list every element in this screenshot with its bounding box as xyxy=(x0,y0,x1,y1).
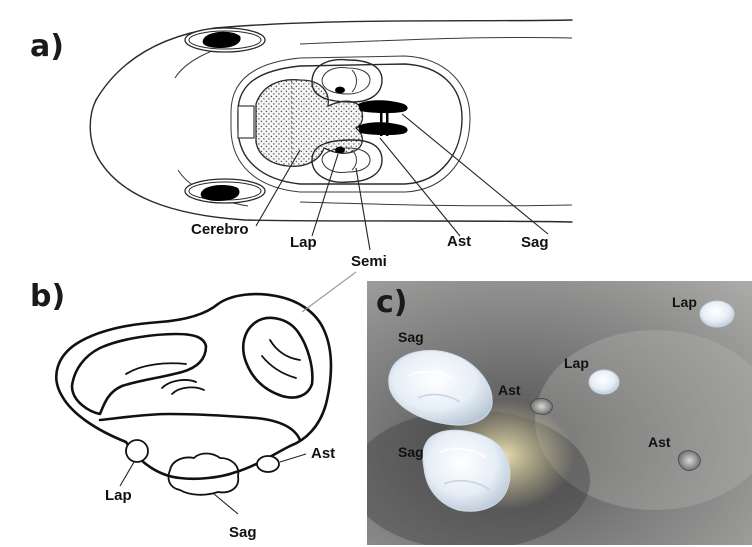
brain-cerebro xyxy=(256,80,363,167)
eye-top xyxy=(185,28,265,52)
ast-otolith-left xyxy=(531,398,553,414)
label-c-lap-top: Lap xyxy=(672,294,697,310)
label-b-ast: Ast xyxy=(311,445,335,462)
label-b-sag: Sag xyxy=(229,524,257,541)
labyrinth-drawing xyxy=(56,294,331,495)
label-c-sag-top: Sag xyxy=(398,329,424,345)
label-cerebro: Cerebro xyxy=(191,221,249,238)
label-a-sag: Sag xyxy=(521,234,549,251)
label-c-ast-right: Ast xyxy=(648,434,671,450)
panel-a: a) xyxy=(30,20,572,270)
eye-bottom xyxy=(185,179,265,203)
panel-b-letter: b) xyxy=(30,279,65,314)
label-c-lap-mid: Lap xyxy=(564,355,589,371)
panel-b: b) La xyxy=(30,272,356,541)
lap-otolith-mid xyxy=(589,370,619,394)
panel-c-letter: c) xyxy=(376,285,408,320)
label-a-lap: Lap xyxy=(290,234,317,251)
panel-c: c) Lap Sag Lap Ast Sag Ast xyxy=(350,281,752,547)
label-c-sag-bottom: Sag xyxy=(398,444,424,460)
label-b-lap: Lap xyxy=(105,487,132,504)
label-a-ast: Ast xyxy=(447,233,471,250)
photo xyxy=(350,281,752,547)
sagitta-pair xyxy=(358,100,408,136)
label-a-semi: Semi xyxy=(351,253,387,270)
lap-otolith-top xyxy=(700,301,734,327)
panel-a-letter: a) xyxy=(30,29,64,64)
label-c-ast-left: Ast xyxy=(498,382,521,398)
ast-otolith-right xyxy=(678,451,700,471)
